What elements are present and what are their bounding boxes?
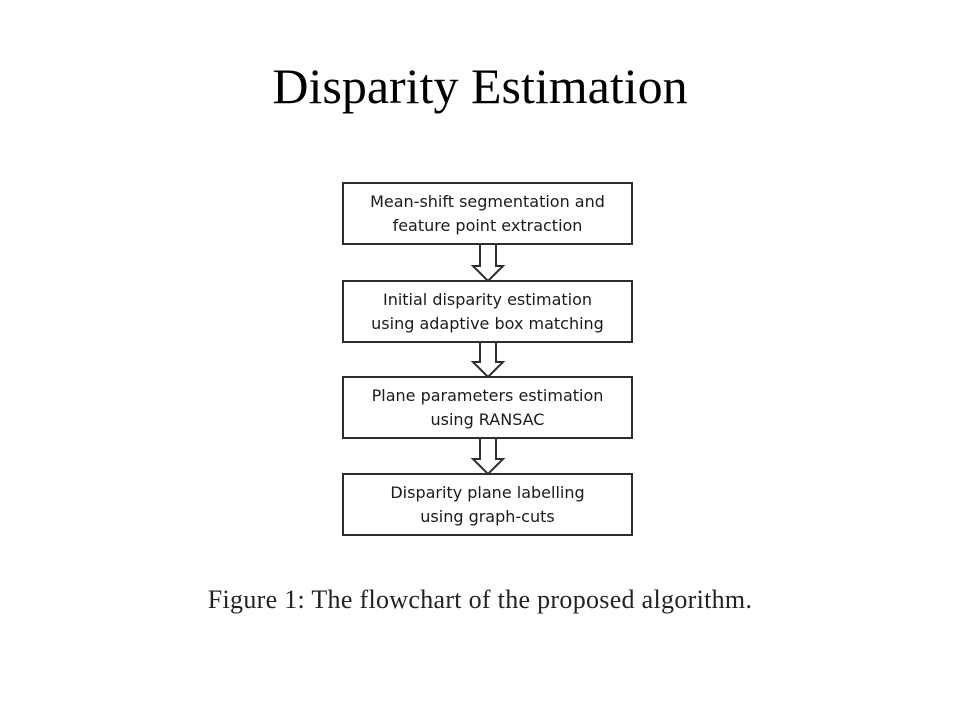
flow-step-text-line2: feature point extraction	[393, 216, 583, 235]
figure-caption: Figure 1: The flowchart of the proposed …	[207, 585, 753, 614]
flow-step-box	[342, 182, 633, 245]
slide-title: Disparity Estimation	[272, 58, 688, 114]
flow-step-4: Disparity plane labelling using graph-cu…	[342, 473, 633, 536]
down-arrow-icon	[470, 437, 506, 476]
flow-step-box	[342, 376, 633, 439]
flow-step-text-line2: using graph-cuts	[420, 507, 554, 526]
flow-step-text-line1: Initial disparity estimation	[383, 290, 592, 309]
flow-step-box	[342, 473, 633, 536]
flow-step-3: Plane parameters estimation using RANSAC	[342, 376, 633, 439]
flow-step-text-line1: Mean-shift segmentation and	[370, 192, 605, 211]
flow-step-2: Initial disparity estimation using adapt…	[342, 280, 633, 343]
flow-step-text-line2: using RANSAC	[431, 410, 545, 429]
down-arrow-icon	[470, 341, 506, 379]
flow-step-1: Mean-shift segmentation and feature poin…	[342, 182, 633, 245]
down-arrow-icon	[470, 243, 506, 283]
flow-step-text-line1: Plane parameters estimation	[372, 386, 604, 405]
flow-step-text-line1: Disparity plane labelling	[390, 483, 584, 502]
flow-step-text-line2: using adaptive box matching	[371, 314, 604, 333]
